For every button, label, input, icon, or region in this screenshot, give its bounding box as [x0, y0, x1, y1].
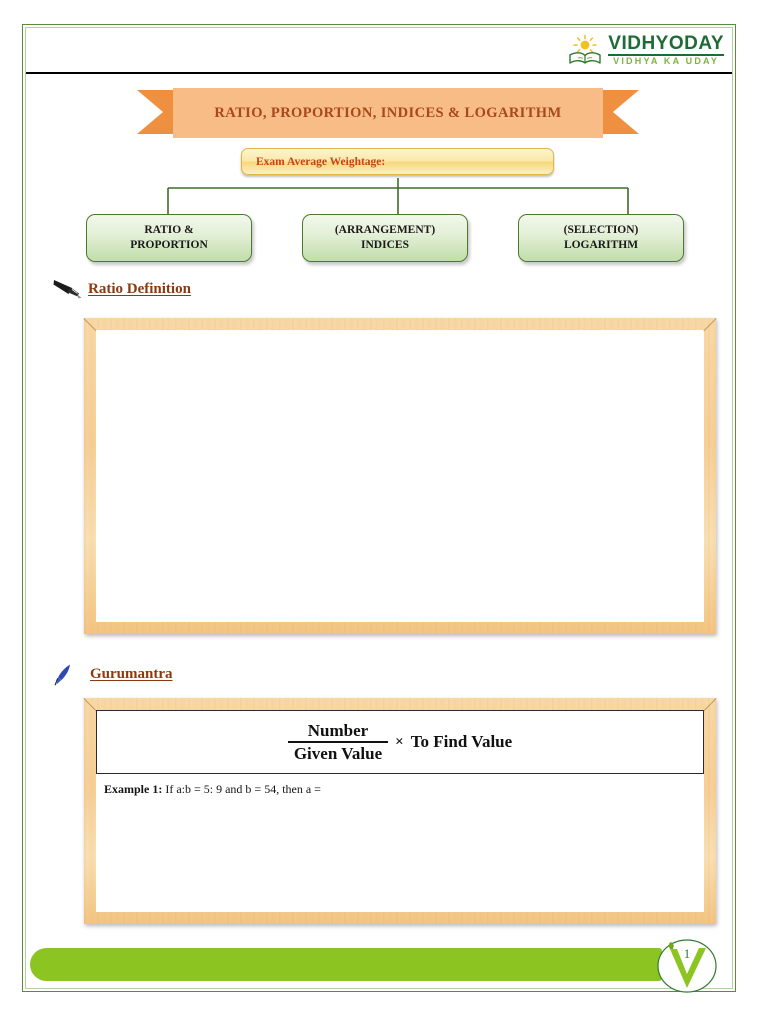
gurumantra-formula: Number Given Value × To Find Value: [287, 720, 513, 763]
section-title-text: Ratio Definition: [88, 280, 191, 297]
blue-quill-icon: [54, 664, 70, 686]
section-heading-ratio-definition: Ratio Definition: [52, 278, 191, 300]
topic-box-logarithm[interactable]: (SELECTION) LOGARITHM: [518, 214, 684, 262]
topic-connector-bracket: [167, 178, 629, 214]
topic-box-line-1: (ARRANGEMENT): [334, 223, 436, 236]
footer-page-badge: 1: [656, 938, 718, 994]
ribbon-band: RATIO, PROPORTION, INDICES & LOGARITHM: [173, 88, 603, 138]
topic-box-line-1: (SELECTION): [563, 223, 639, 236]
ratio-definition-content-area[interactable]: [96, 330, 704, 622]
brand-divider: [608, 54, 724, 56]
formula-right-term: To Find Value: [410, 732, 513, 751]
topic-box-ratio-proportion[interactable]: RATIO & PROPORTION: [86, 214, 252, 262]
pen-nib-icon: [53, 280, 82, 299]
formula-operator: ×: [395, 733, 404, 750]
v-leaf-logo-icon: [657, 939, 717, 993]
example-label: Example 1:: [104, 782, 163, 796]
brand-wordmark: VIDHYODAY VIDHYA KA UDAY: [608, 34, 724, 66]
footer-bar: [30, 948, 662, 981]
section-heading-gurumantra: Gurumantra: [52, 662, 173, 686]
gurumantra-content-area[interactable]: Number Given Value × To Find Value Examp…: [96, 710, 704, 912]
header-divider-rule: [26, 72, 732, 74]
brand-title: VIDHYODAY: [608, 33, 724, 54]
page-number: 1: [683, 946, 691, 961]
chapter-title: RATIO, PROPORTION, INDICES & LOGARITHM: [214, 104, 562, 121]
gurumantra-frame: Number Given Value × To Find Value Examp…: [84, 698, 716, 924]
page-border-inner: [25, 27, 733, 989]
exam-weightage-label: Exam Average Weightage:: [256, 155, 386, 168]
page-border-outer: [22, 24, 736, 992]
brand-tagline: VIDHYA KA UDAY: [613, 56, 720, 66]
topic-box-line-2: INDICES: [361, 239, 409, 251]
topic-box-line-2: PROPORTION: [130, 239, 208, 251]
section-title-text: Gurumantra: [90, 665, 173, 682]
example-line: Example 1: If a:b = 5: 9 and b = 54, the…: [104, 782, 321, 797]
chapter-title-ribbon: RATIO, PROPORTION, INDICES & LOGARITHM: [137, 88, 639, 138]
exam-weightage-box: Exam Average Weightage:: [241, 148, 554, 175]
topic-box-indices[interactable]: (ARRANGEMENT) INDICES: [302, 214, 468, 262]
formula-box: Number Given Value × To Find Value: [96, 710, 704, 774]
sun-over-book-icon: [569, 34, 601, 64]
brand-logo: VIDHYODAY VIDHYA KA UDAY: [568, 34, 724, 66]
formula-denominator: Given Value: [287, 741, 389, 763]
topic-box-line-1: RATIO &: [144, 223, 194, 236]
formula-fraction: Number Given Value: [287, 720, 389, 763]
ratio-definition-frame: [84, 318, 716, 634]
topic-box-line-2: LOGARITHM: [563, 239, 639, 251]
example-text: If a:b = 5: 9 and b = 54, then a =: [162, 782, 321, 796]
formula-numerator: Number: [307, 720, 369, 740]
page-header: VIDHYODAY VIDHYA KA UDAY: [26, 28, 732, 73]
